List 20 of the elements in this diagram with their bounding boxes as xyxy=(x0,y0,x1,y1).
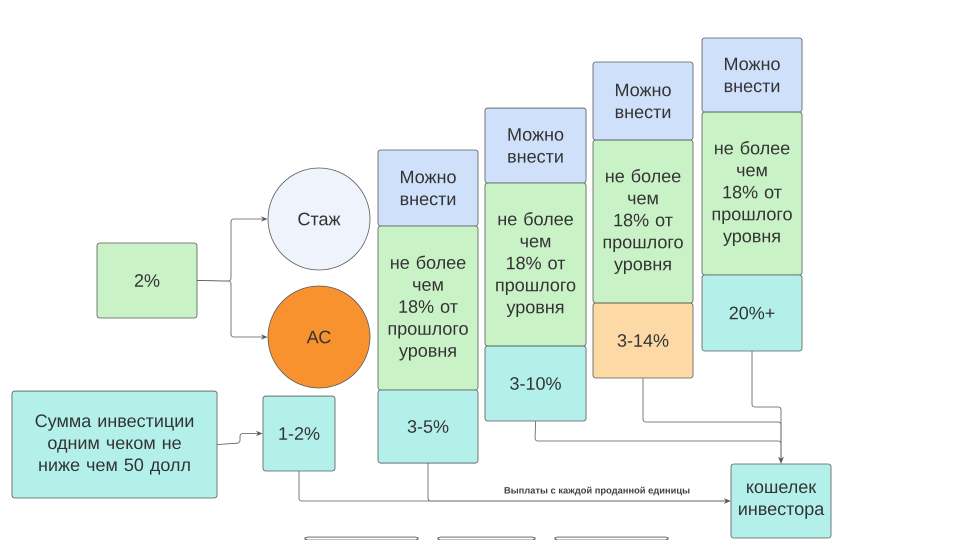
value-box: 20%+ xyxy=(702,274,802,352)
limit-box: не более чем 18% от прошлого уровня xyxy=(592,140,694,304)
edge-label: Выплаты с каждой проданной единицы xyxy=(502,485,692,497)
header-box: Можно внести xyxy=(702,38,802,112)
empty-box xyxy=(554,536,668,540)
value-box: 2% xyxy=(96,242,198,318)
limit-box: не более чем 18% от прошлого уровня xyxy=(378,226,478,390)
value-box: 3-10% xyxy=(484,346,586,422)
empty-box xyxy=(304,536,418,540)
value-box: 3-14% xyxy=(592,302,694,378)
limit-box: не более чем 18% от прошлого уровня xyxy=(702,112,802,276)
wallet-box: кошелек инвестора xyxy=(730,464,832,538)
empty-box xyxy=(438,536,536,540)
header-box: Можно внести xyxy=(484,108,586,184)
value-box: 1-2% xyxy=(262,396,336,472)
condition-box: Сумма инвестиции одним чеком не ниже чем 50 долл xyxy=(12,390,218,498)
header-box: Можно внести xyxy=(378,150,478,226)
value-box: 3-5% xyxy=(378,390,478,464)
limit-box: не более чем 18% от прошлого уровня xyxy=(484,182,586,346)
header-box: Можно внести xyxy=(592,62,694,140)
